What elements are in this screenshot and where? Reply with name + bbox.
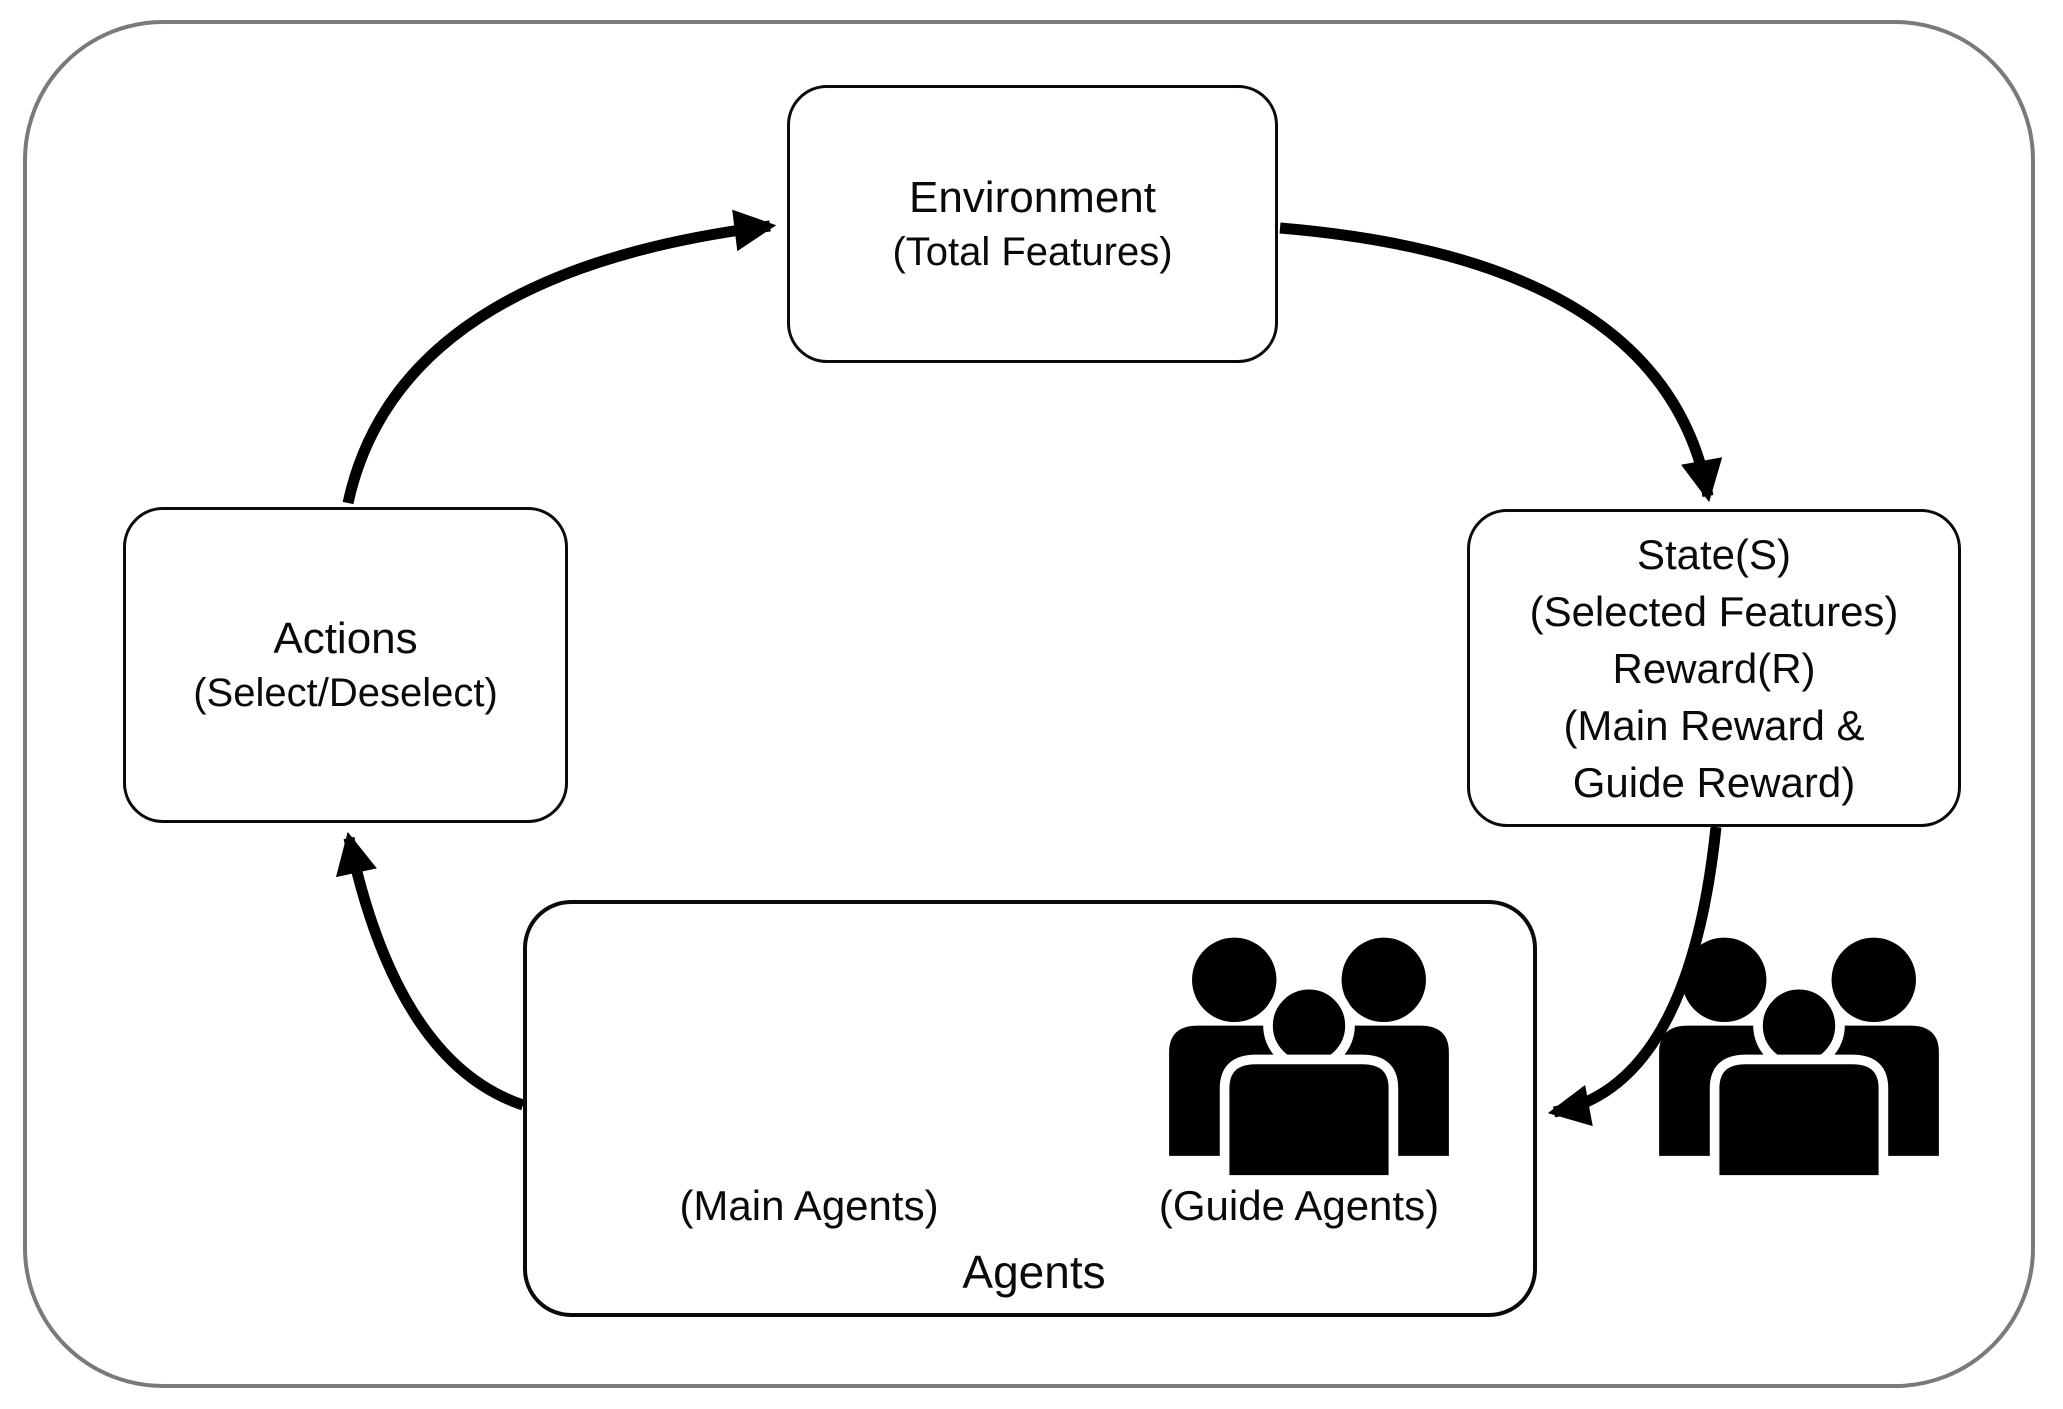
state-line: (Main Reward & [1563,701,1865,749]
state-line: Reward(R) [1612,644,1816,692]
main-agents-people-group-icon [1169,937,1449,1180]
main-agents-label: (Main Agents) [679,1182,939,1229]
guide-agents-label: (Guide Agents) [1158,1182,1440,1229]
state-line: State(S) [1636,530,1792,578]
node-state-reward: State(S) (Selected Features) Reward(R) (… [1467,509,1961,827]
arrow-agents-to-actions [335,831,525,1111]
state-line: (Selected Features) [1529,587,1899,635]
diagram-outer-frame [23,20,2035,1388]
arrow-actions-to-environment [342,209,777,505]
environment-title: Environment [908,173,1156,222]
arrow-environment-to-state [1279,222,1723,503]
node-environment: Environment (Total Features) [787,85,1278,363]
actions-title: Actions [273,614,418,663]
environment-subtitle: (Total Features) [892,230,1173,274]
arrow-state-to-agents [1547,826,1722,1127]
guide-agents-people-group-icon [1659,937,1939,1180]
agents-title: Agents [962,1246,1106,1298]
state-line: Guide Reward) [1572,758,1856,806]
actions-subtitle: (Select/Deselect) [193,671,498,715]
node-agents: (Main Agents) (Guide Agents) Agents [523,900,1939,1317]
node-actions: Actions (Select/Deselect) [123,507,568,823]
